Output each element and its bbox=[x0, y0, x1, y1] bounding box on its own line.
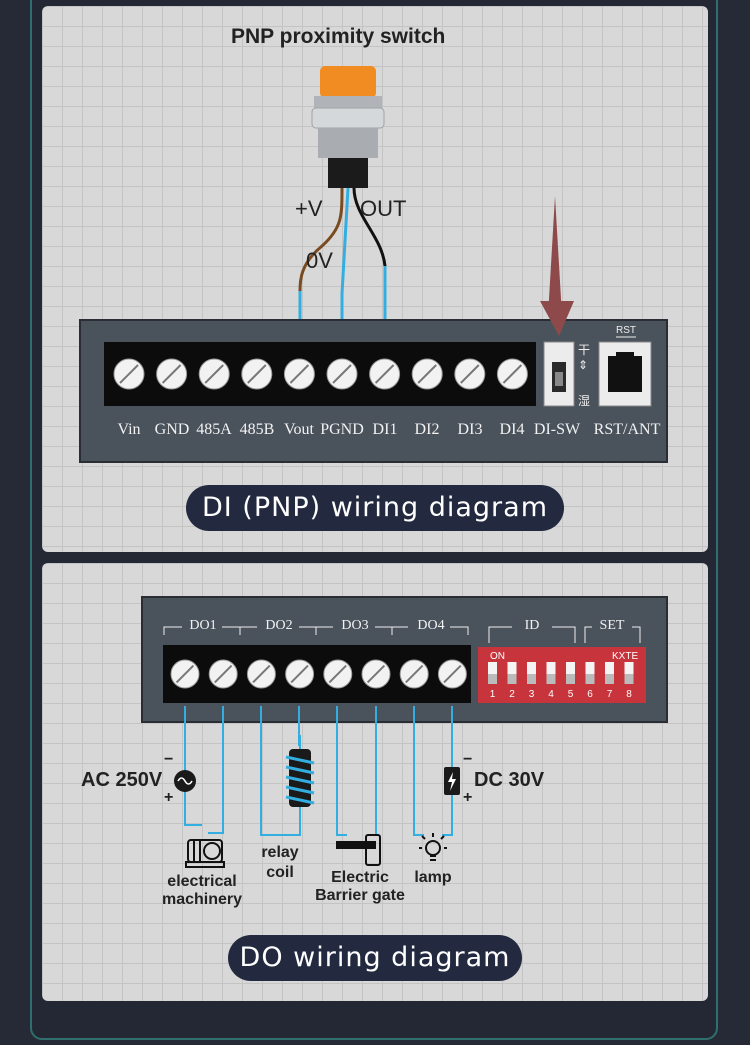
terminal-label-di3: DI3 bbox=[457, 421, 483, 438]
dip-number: 4 bbox=[548, 689, 554, 700]
dip-switch-keys bbox=[488, 662, 634, 684]
switch-label-bottom: 湿 bbox=[578, 394, 591, 408]
switch-arrows-icon: ⇕ bbox=[578, 358, 589, 372]
load-label-machinery: electrical machinery bbox=[161, 873, 243, 908]
do-terminal-screws bbox=[170, 659, 467, 689]
section-brackets bbox=[163, 626, 641, 643]
section-label-id: ID bbox=[524, 618, 540, 633]
sensor-title: PNP proximity switch bbox=[231, 25, 446, 48]
dc-plus-sign: + bbox=[463, 789, 473, 806]
terminal-label-gnd: GND bbox=[154, 421, 190, 438]
dip-key bbox=[546, 662, 556, 684]
wire-label-out: OUT bbox=[360, 196, 407, 221]
dip-number: 5 bbox=[567, 689, 574, 700]
load-label-barrier: Electric Barrier gate bbox=[315, 869, 405, 904]
dip-key bbox=[585, 662, 595, 684]
terminal-label-485b: 485B bbox=[239, 421, 275, 438]
dip-key bbox=[507, 662, 517, 684]
terminal-label-rst-ant: RST/ANT bbox=[593, 421, 661, 438]
ac-minus-sign: − bbox=[164, 751, 174, 768]
section-label-do1: DO1 bbox=[189, 618, 217, 633]
wire-label-0v: 0V bbox=[306, 248, 333, 273]
terminal-label-485a: 485A bbox=[196, 421, 232, 438]
ac-voltage-label: AC 250V bbox=[81, 769, 163, 791]
section-label-do3: DO3 bbox=[341, 618, 369, 633]
section-label-do4: DO4 bbox=[417, 618, 445, 633]
di-diagram-svg bbox=[79, 66, 668, 463]
dip-key bbox=[566, 662, 575, 684]
section-label-do2: DO2 bbox=[265, 618, 293, 633]
dip-number: 6 bbox=[587, 689, 593, 700]
down-arrow-icon bbox=[540, 196, 574, 336]
dip-brand-label: KXTE bbox=[612, 651, 639, 662]
dip-switch-block bbox=[478, 647, 646, 703]
do-wires bbox=[184, 706, 453, 836]
terminal-label-pgnd: PGND bbox=[320, 421, 364, 438]
relay-coil-icon bbox=[285, 749, 315, 807]
do-caption: DO wiring diagram bbox=[228, 935, 522, 981]
terminal-label-di2: DI2 bbox=[414, 421, 440, 438]
dc-minus-sign: − bbox=[463, 751, 473, 768]
terminal-label-vout: Vout bbox=[284, 421, 314, 438]
dip-key bbox=[624, 662, 634, 684]
terminal-label-di-sw: DI-SW bbox=[533, 421, 581, 438]
rst-label: RST bbox=[616, 325, 636, 336]
lamp-icon bbox=[419, 833, 447, 861]
di-wiring-panel: PNP proximity switch +V OUT 0V 干 ⇕ 湿 RST… bbox=[42, 6, 708, 552]
dip-on-label: ON bbox=[490, 651, 505, 662]
di-terminal-screws bbox=[113, 358, 528, 390]
dip-number: 7 bbox=[606, 689, 613, 700]
dip-key bbox=[527, 662, 536, 684]
di-caption: DI (PNP) wiring diagram bbox=[186, 485, 564, 531]
dip-number: 8 bbox=[626, 689, 632, 700]
dip-key bbox=[488, 662, 497, 684]
dc-voltage-label: DC 30V bbox=[474, 769, 545, 791]
switch-label-top: 干 bbox=[578, 343, 591, 357]
dc-source-icon bbox=[444, 767, 460, 795]
wire-label-plus-v: +V bbox=[295, 196, 323, 221]
dip-number: 3 bbox=[528, 689, 535, 700]
terminal-label-vin: Vin bbox=[117, 421, 141, 438]
load-label-lamp: lamp bbox=[414, 869, 452, 886]
terminal-label-di4: DI4 bbox=[499, 421, 525, 438]
ac-source-icon bbox=[174, 770, 196, 792]
dip-number: 1 bbox=[489, 689, 496, 700]
electrical-machinery-icon bbox=[185, 839, 225, 868]
terminal-label-di1: DI1 bbox=[372, 421, 398, 438]
proximity-sensor-icon bbox=[311, 66, 385, 188]
ac-plus-sign: + bbox=[164, 789, 174, 806]
dip-number: 2 bbox=[509, 689, 515, 700]
section-label-set: SET bbox=[599, 618, 625, 633]
barrier-gate-icon bbox=[336, 834, 381, 866]
load-label-relay: relay coil bbox=[261, 844, 299, 881]
do-diagram-svg bbox=[141, 596, 668, 868]
dip-key bbox=[605, 662, 614, 684]
